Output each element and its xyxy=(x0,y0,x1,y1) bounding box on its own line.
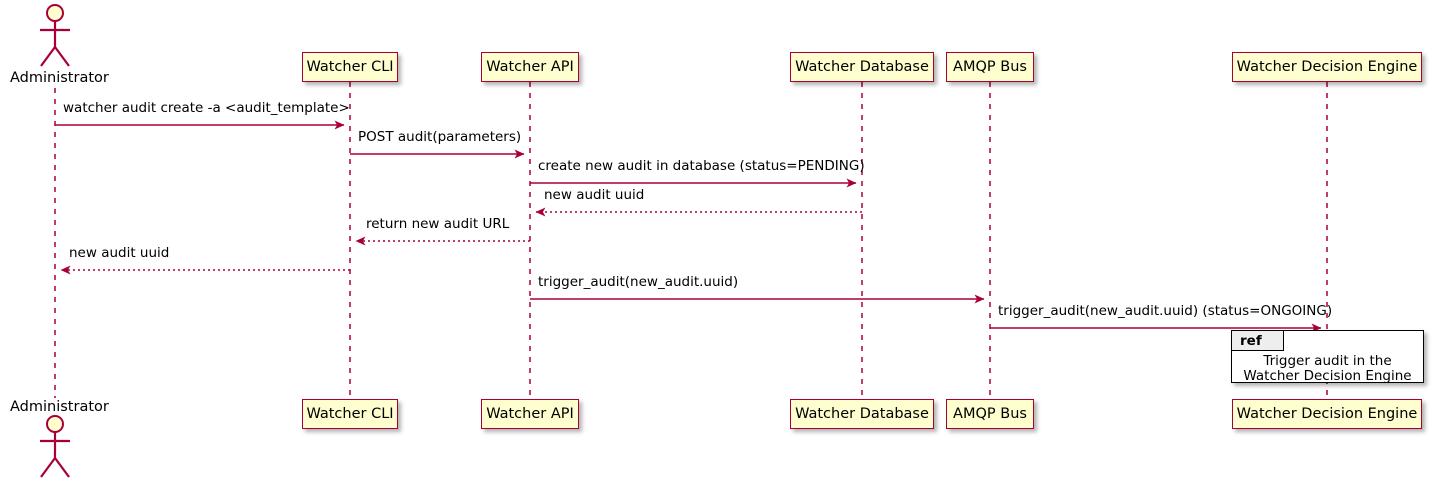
participant-watcher-decision-engine-bottom[interactable]: Watcher Decision Engine xyxy=(1232,399,1422,429)
ref-fragment-line-1: Trigger audit in the xyxy=(1263,353,1392,369)
message-arrows xyxy=(55,120,1322,333)
ref-fragment: ref Trigger audit in the Watcher Decisio… xyxy=(1231,330,1424,384)
message-label-5: return new audit URL xyxy=(366,216,510,232)
participant-watcher-database-bottom[interactable]: Watcher Database xyxy=(790,399,934,429)
message-label-7: trigger_audit(new_audit.uuid) xyxy=(538,274,739,290)
lifelines xyxy=(54,82,1328,400)
ref-fragment-line-2: Watcher Decision Engine xyxy=(1243,368,1412,384)
participant-amqp-bus-bottom[interactable]: AMQP Bus xyxy=(946,399,1034,429)
participant-watcher-database-top[interactable]: Watcher Database xyxy=(790,52,934,82)
participant-watcher-api-top[interactable]: Watcher API xyxy=(481,52,579,82)
actor-administrator-top xyxy=(40,4,70,67)
actor-label-administrator-top: Administrator xyxy=(10,70,109,86)
participant-watcher-api-bottom[interactable]: Watcher API xyxy=(481,399,579,429)
participant-watcher-cli-bottom[interactable]: Watcher CLI xyxy=(302,399,398,429)
participant-amqp-bus-top[interactable]: AMQP Bus xyxy=(946,52,1034,82)
message-label-1: watcher audit create -a <audit_template> xyxy=(63,100,350,116)
message-label-3: create new audit in database (status=PEN… xyxy=(538,158,865,174)
ref-fragment-tab: ref xyxy=(1232,331,1284,351)
actor-administrator-bottom xyxy=(40,415,70,478)
message-label-6: new audit uuid xyxy=(69,245,170,261)
participant-watcher-decision-engine-top[interactable]: Watcher Decision Engine xyxy=(1232,52,1422,82)
message-label-8: trigger_audit(new_audit.uuid) (status=ON… xyxy=(998,303,1333,319)
actor-label-administrator-bottom: Administrator xyxy=(10,399,109,415)
message-label-2: POST audit(parameters) xyxy=(358,129,522,145)
participant-watcher-cli-top[interactable]: Watcher CLI xyxy=(302,52,398,82)
message-label-4: new audit uuid xyxy=(544,187,645,203)
